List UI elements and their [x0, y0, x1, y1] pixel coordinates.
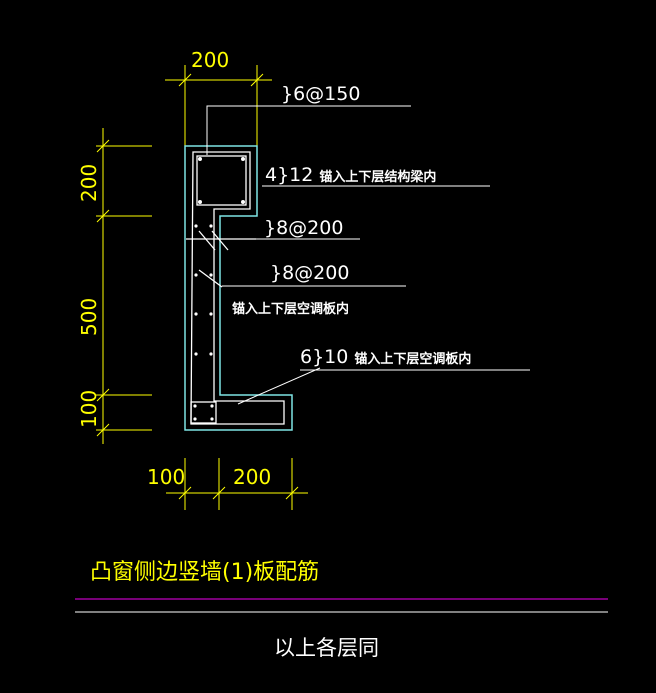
stirrup-top-label: }6@150	[281, 83, 360, 105]
beam-bar-code: 4}12	[265, 164, 313, 186]
leader-lines	[206, 105, 530, 405]
left-dimension	[96, 128, 152, 444]
left-dimension-middle-label: 500	[77, 298, 101, 336]
wall-outline	[184, 145, 293, 431]
bottom-bar-code: 6}10	[300, 346, 348, 368]
bottom-bar-label: 6}10 锚入上下层空调板内	[300, 346, 471, 368]
drawing-title: 凸窗侧边竖墙(1)板配筋	[90, 560, 319, 585]
beam-bar-text: 锚入上下层结构梁内	[319, 169, 436, 185]
footer-note: 以上各层同	[274, 636, 379, 660]
horizontal-bar-1-label: }8@200	[264, 217, 343, 239]
rebar-cage	[186, 151, 285, 425]
top-dimension-label: 200	[191, 48, 229, 72]
beam-bar-label: 4}12 锚入上下层结构梁内	[265, 164, 436, 186]
left-dimension-bottom-label: 100	[77, 390, 101, 428]
bottom-dimension-left-label: 100	[147, 465, 185, 489]
bottom-dimension	[166, 458, 308, 510]
rebar-dots	[193, 157, 245, 421]
panel-anchor-label: 锚入上下层空调板内	[232, 301, 349, 317]
bottom-bar-text: 锚入上下层空调板内	[354, 351, 471, 367]
bottom-dimension-right-label: 200	[233, 465, 271, 489]
left-dimension-top-label: 200	[77, 164, 101, 202]
horizontal-bar-2-label: }8@200	[270, 262, 349, 284]
